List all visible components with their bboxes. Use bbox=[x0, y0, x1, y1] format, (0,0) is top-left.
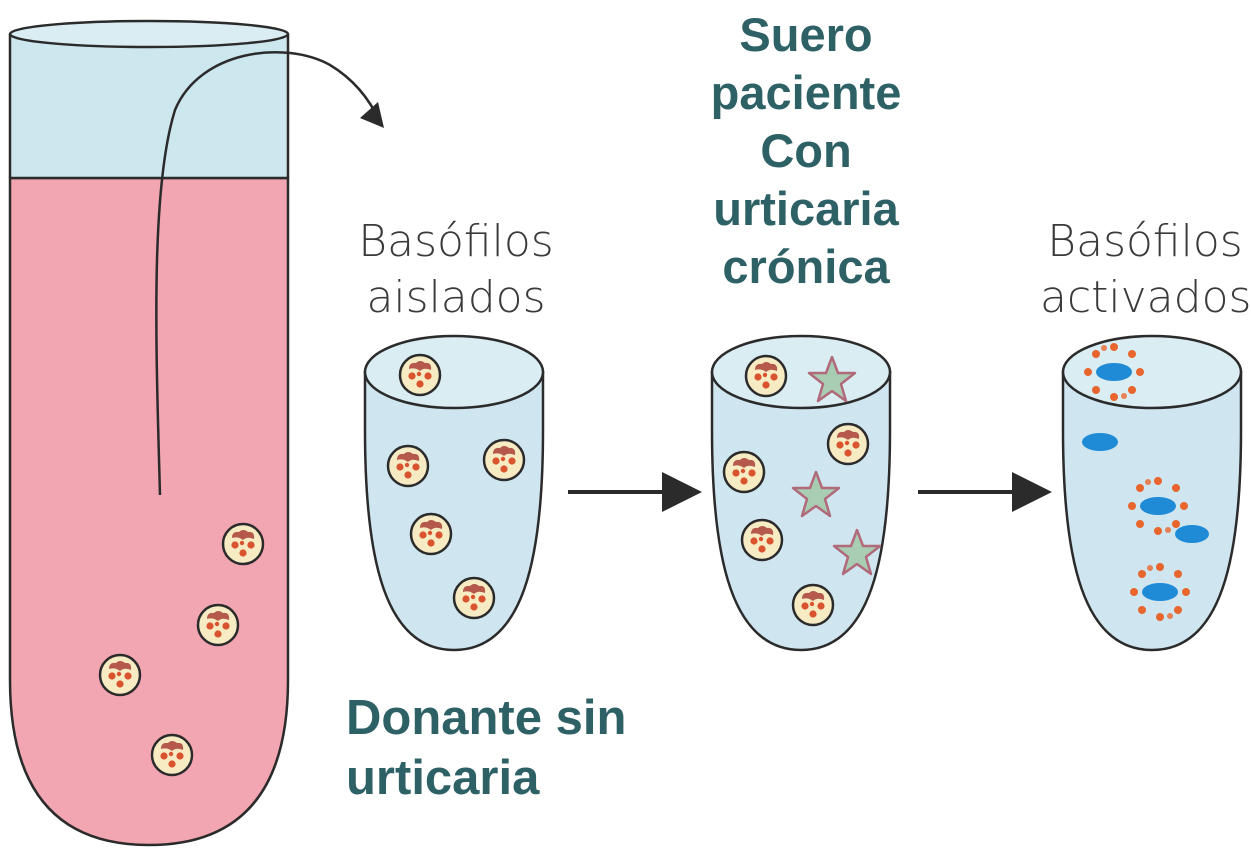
donor-label: Donante sin urticaria bbox=[346, 688, 646, 808]
label-line: Basófilos bbox=[358, 216, 554, 267]
label-line: Basófilos bbox=[1047, 216, 1243, 267]
label-line: Donante sin bbox=[346, 691, 627, 745]
isolated-basophils-label: Basófilos aislados bbox=[356, 214, 556, 326]
isolated-basophils-well bbox=[363, 334, 545, 652]
label-line: Suero bbox=[739, 8, 873, 61]
activated-basophils-well bbox=[1061, 334, 1243, 652]
label-line: urticaria bbox=[713, 182, 899, 235]
activated-basophils-label: Basófilos activados bbox=[1040, 214, 1251, 326]
label-line: aislados bbox=[366, 272, 546, 323]
blood-tube-icon bbox=[8, 19, 384, 847]
label-line: activados bbox=[1040, 272, 1251, 323]
patient-serum-label: Suero paciente Con urticaria crónica bbox=[681, 6, 931, 296]
label-line: paciente bbox=[710, 66, 902, 119]
label-line: Con bbox=[760, 124, 852, 177]
label-line: urticaria bbox=[346, 751, 540, 805]
label-line: crónica bbox=[722, 240, 890, 293]
serum-well bbox=[710, 334, 892, 652]
